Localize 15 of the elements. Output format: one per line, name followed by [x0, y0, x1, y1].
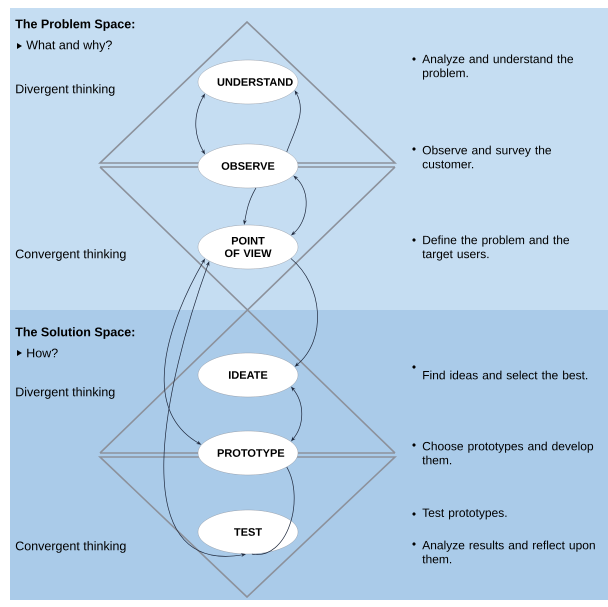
bullet-note: Find ideas and select the best.	[423, 370, 588, 380]
thinking-label: Divergent thinking	[16, 387, 114, 399]
bullet-note: Test prototypes.	[422, 508, 506, 520]
bullet-note: Choose prototypes and develop them.	[422, 442, 594, 464]
bullet-note: Analyze and understand the problem.	[422, 54, 574, 80]
thinking-label: Convergent thinking	[16, 249, 126, 261]
section-heading: The Solution Space:	[15, 327, 134, 339]
thinking-label: Divergent thinking	[16, 84, 114, 96]
question-item: What and why?	[26, 40, 112, 52]
thinking-label: Convergent thinking	[16, 541, 126, 553]
bullet-note: Define the problem and the target users.	[422, 235, 570, 261]
bullet-note: Analyze results and reflect upon them.	[422, 540, 595, 564]
section-heading: The Problem Space:	[15, 19, 134, 31]
question-item: How?	[27, 348, 58, 358]
bullet-note: Observe and survey the customer.	[422, 146, 552, 168]
